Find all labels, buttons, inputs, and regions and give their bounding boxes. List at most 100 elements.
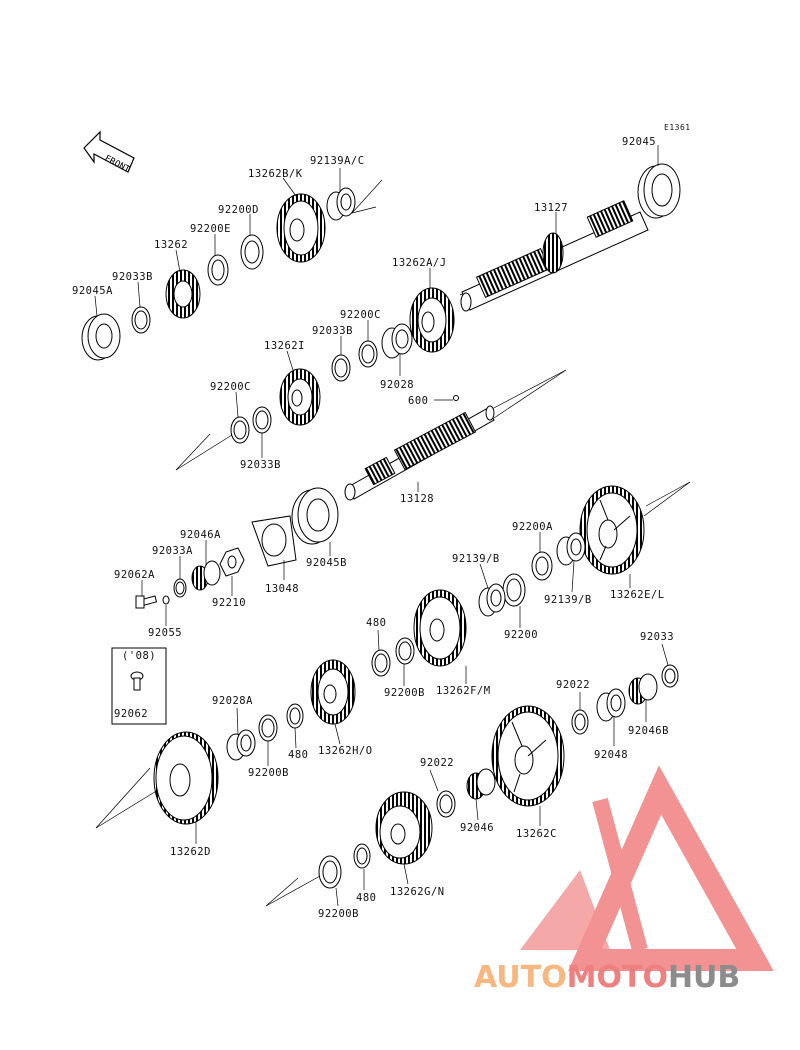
gear-13262AJ: [409, 287, 455, 353]
circlip-92033B-top: [131, 306, 151, 334]
shaft-13127: [459, 200, 649, 312]
label-92200C-left[interactable]: 92200C: [210, 381, 251, 393]
label-92028[interactable]: 92028: [380, 379, 415, 391]
label-92022-right[interactable]: 92022: [556, 679, 591, 691]
label-13262HO[interactable]: 13262H/O: [318, 745, 373, 757]
washer-92022-mid: [436, 790, 456, 818]
label-13128[interactable]: 13128: [400, 493, 435, 505]
label-92200D[interactable]: 92200D: [218, 204, 259, 216]
circlip-92033B-left: [252, 406, 272, 434]
gear-13262EL: [579, 485, 645, 575]
label-92200B-mid[interactable]: 92200B: [248, 767, 289, 779]
label-92022-mid[interactable]: 92022: [420, 757, 455, 769]
shaft-13128: [344, 405, 495, 501]
label-13262EL[interactable]: 13262E/L: [610, 589, 665, 601]
bearing-92046A: [191, 560, 221, 591]
label-92200B-top[interactable]: 92200B: [384, 687, 425, 699]
bushing-92139B-right: [556, 532, 586, 566]
nut-92210: [219, 547, 245, 577]
label-13127[interactable]: 13127: [534, 202, 569, 214]
circlip-480-bot: [353, 843, 371, 869]
label-92200C-top[interactable]: 92200C: [340, 309, 381, 321]
label-92139AC[interactable]: 92139A/C: [310, 155, 365, 167]
label-92033A[interactable]: 92033A: [152, 545, 193, 557]
label-92033B-mid[interactable]: 92033B: [312, 325, 353, 337]
label-92055[interactable]: 92055: [148, 627, 183, 639]
label-92045A[interactable]: 92045A: [72, 285, 113, 297]
washer-92200A: [531, 551, 553, 581]
circlip-480-mid: [286, 703, 304, 729]
gear-13262GN: [375, 791, 433, 865]
label-92200B-bot[interactable]: 92200B: [318, 908, 359, 920]
label-13048[interactable]: 13048: [265, 583, 300, 595]
label-92033[interactable]: 92033: [640, 631, 675, 643]
label-13262AJ[interactable]: 13262A/J: [392, 257, 447, 269]
label-13262BK[interactable]: 13262B/K: [248, 168, 303, 180]
label-92210[interactable]: 92210: [212, 597, 247, 609]
automotohub-logo-icon: [520, 765, 774, 971]
bushing-92139B-left: [478, 583, 506, 617]
bushing-92048: [596, 688, 626, 722]
label-480-top[interactable]: 480: [366, 617, 387, 629]
washer-92200D: [240, 234, 264, 270]
label-13262I[interactable]: 13262I: [264, 340, 305, 352]
circlip-92033: [661, 664, 679, 688]
label-92062A[interactable]: 92062A: [114, 569, 155, 581]
label-92033B-top[interactable]: 92033B: [112, 271, 153, 283]
label-92200E[interactable]: 92200E: [190, 223, 231, 235]
bushing-92139AC: [326, 187, 356, 221]
label-13262FM[interactable]: 13262F/M: [436, 685, 491, 697]
label-600[interactable]: 600: [408, 395, 429, 407]
washer-92200C-top: [358, 340, 378, 368]
front-arrow-icon: FRONT: [83, 130, 135, 176]
label-92046A[interactable]: 92046A: [180, 529, 221, 541]
label-92028A[interactable]: 92028A: [212, 695, 253, 707]
circlip-480-top: [371, 649, 391, 677]
bolt-92062-inset: [130, 671, 144, 691]
label-92139B-left[interactable]: 92139/B: [452, 553, 500, 565]
label-92046[interactable]: 92046: [460, 822, 495, 834]
washer-92200B-bot: [318, 855, 342, 889]
washer-92200B-mid: [258, 714, 278, 742]
label-13262D[interactable]: 13262D: [170, 846, 211, 858]
label-92062[interactable]: 92062: [114, 708, 149, 720]
circlip-92033B-mid: [331, 354, 351, 382]
label-92139B-right[interactable]: 92139/B: [544, 594, 592, 606]
bearing-92045A: [81, 313, 121, 361]
washer-92200: [502, 573, 526, 607]
bolt-92062A: [135, 595, 158, 609]
gear-13262D: [153, 731, 219, 825]
watermark-text: AUTOMOTOHUB: [474, 960, 741, 995]
gear-13262: [165, 269, 201, 319]
label-13262C[interactable]: 13262C: [516, 828, 557, 840]
gear-13262I: [279, 368, 321, 426]
label-92200A[interactable]: 92200A: [512, 521, 553, 533]
diagram-code: E1361: [664, 123, 691, 132]
circlip-92033A: [173, 578, 187, 598]
label-92048[interactable]: 92048: [594, 749, 629, 761]
label-92045B[interactable]: 92045B: [306, 557, 347, 569]
washer-92200E: [207, 254, 229, 286]
washer-92022-right: [571, 709, 589, 735]
bearing-92046: [466, 768, 496, 800]
washer-92200B-top: [395, 637, 415, 665]
label-92045[interactable]: 92045: [622, 136, 657, 148]
label-480-mid[interactable]: 480: [288, 749, 309, 761]
label-13262[interactable]: 13262: [154, 239, 189, 251]
label-92033B-left[interactable]: 92033B: [240, 459, 281, 471]
inset-header: ('08): [122, 650, 157, 662]
bearing-92045B: [291, 487, 339, 545]
gear-13262C: [491, 705, 565, 807]
label-92200[interactable]: 92200: [504, 629, 539, 641]
gear-13262FM: [413, 589, 467, 667]
washer-92200C-left: [230, 416, 250, 444]
label-92046B[interactable]: 92046B: [628, 725, 669, 737]
bearing-92046B: [628, 673, 658, 705]
label-13262GN[interactable]: 13262G/N: [390, 886, 445, 898]
bearing-92045: [637, 163, 681, 219]
label-480-bot[interactable]: 480: [356, 892, 377, 904]
leader-lines: [94, 145, 669, 907]
gear-13262BK: [276, 193, 326, 263]
